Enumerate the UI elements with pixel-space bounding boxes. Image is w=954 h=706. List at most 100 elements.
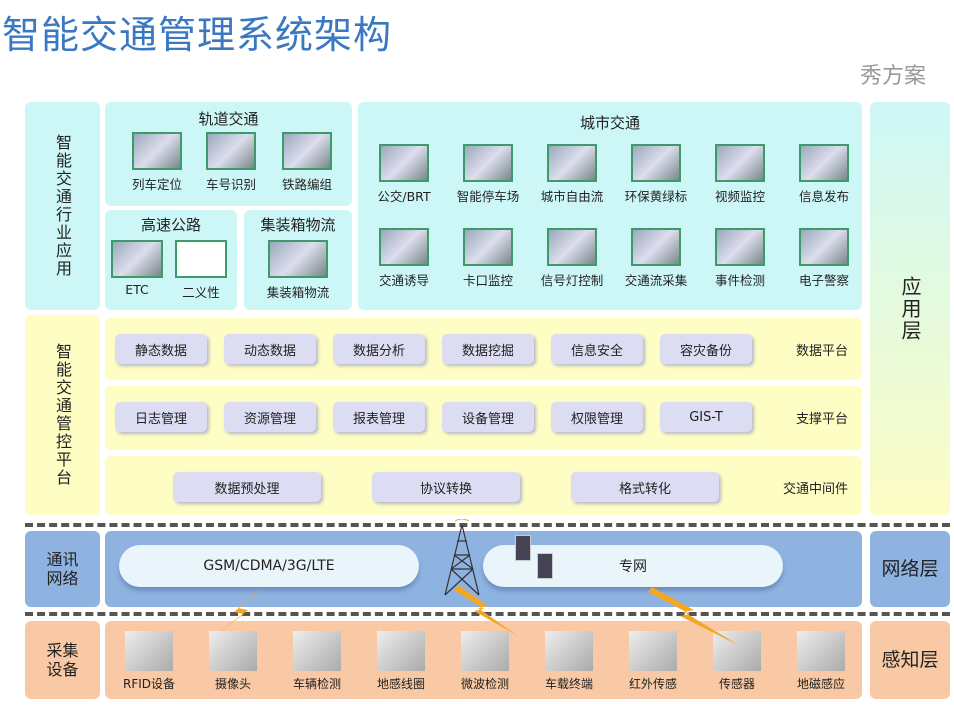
device-item[interactable]: 传感器 (695, 631, 779, 692)
app-item[interactable]: 集装箱物流 (260, 240, 336, 301)
radio-tower-icon (444, 519, 480, 596)
network-section: GSM/CDMA/3G/LTE 专网 (105, 519, 862, 607)
app-item[interactable]: 信息发布 (782, 144, 866, 205)
app-item[interactable]: 视频监控 (698, 144, 782, 205)
label-control-platform: 智能交通管控平台 (25, 315, 100, 515)
app-image (799, 228, 849, 266)
app-item[interactable]: 铁路编组 (269, 132, 345, 193)
app-item[interactable]: 交通流采集 (614, 228, 698, 289)
device-label: RFID设备 (122, 677, 176, 691)
device-label: 红外传感 (628, 677, 677, 691)
device-image (209, 631, 257, 671)
platform-module-button[interactable]: 容灾备份 (660, 334, 752, 364)
device-image (461, 631, 509, 671)
platform-module-button[interactable]: 静态数据 (115, 334, 207, 364)
label-text: 通讯网络 (46, 550, 79, 588)
app-image (547, 228, 597, 266)
item-label: 信号灯控制 (540, 273, 604, 288)
device-image (125, 631, 173, 671)
label-text: 智能交通管控平台 (53, 343, 72, 487)
device-item[interactable]: 微波检测 (443, 631, 527, 692)
item-label: 信息发布 (798, 189, 849, 204)
app-item[interactable]: 智能停车场 (446, 144, 530, 205)
label-text: 采集设备 (46, 641, 79, 679)
device-image (797, 631, 845, 671)
app-item[interactable]: 事件检测 (698, 228, 782, 289)
truck-image (268, 240, 328, 278)
etc-image (111, 240, 163, 278)
app-item[interactable]: 环保黄绿标 (614, 144, 698, 205)
item-label: 公交/BRT (377, 189, 431, 204)
device-label: 传感器 (718, 677, 755, 691)
item-label: 事件检测 (714, 273, 765, 288)
app-item[interactable]: ETC (99, 240, 175, 297)
platform-module-button[interactable]: 格式转化 (571, 472, 719, 502)
label-text: 感知层 (881, 648, 939, 671)
app-item[interactable]: 城市自由流 (530, 144, 614, 205)
device-image (629, 631, 677, 671)
app-image (715, 144, 765, 182)
app-item[interactable]: 二义性 (163, 240, 239, 301)
divider (25, 612, 950, 616)
platform-module-button[interactable]: 数据挖掘 (442, 334, 534, 364)
platform-module-button[interactable]: 信息安全 (551, 334, 643, 364)
item-label: 铁路编组 (281, 177, 332, 192)
device-label: 微波检测 (460, 677, 509, 691)
platform-module-button[interactable]: 报表管理 (333, 402, 425, 432)
city-title: 城市交通 (579, 114, 640, 132)
device-item[interactable]: 摄像头 (191, 631, 275, 692)
item-label: 交通诱导 (378, 273, 429, 288)
device-image (377, 631, 425, 671)
device-image (293, 631, 341, 671)
platform-module-button[interactable]: 协议转换 (372, 472, 520, 502)
label-network-layer: 网络层 (870, 531, 950, 607)
item-label: 视频监控 (714, 189, 765, 204)
device-label: 车辆检测 (292, 677, 341, 691)
app-item[interactable]: 车号识别 (193, 132, 269, 193)
container-logistics-section: 集装箱物流 集装箱物流 (244, 210, 352, 310)
platform-module-button[interactable]: 数据分析 (333, 334, 425, 364)
platform-module-button[interactable]: 数据预处理 (173, 472, 321, 502)
item-label: 列车定位 (131, 177, 182, 192)
cloud-label: 专网 (619, 559, 647, 575)
app-item[interactable]: 信号灯控制 (530, 228, 614, 289)
platform-module-button[interactable]: 资源管理 (224, 402, 316, 432)
device-item[interactable]: RFID设备 (107, 631, 191, 692)
platform-module-button[interactable]: GIS-T (660, 402, 752, 432)
app-image (715, 228, 765, 266)
label-text: 网络层 (881, 557, 939, 580)
app-image (631, 144, 681, 182)
device-item[interactable]: 红外传感 (611, 631, 695, 692)
label-text: 应用层 (898, 275, 922, 342)
platform-module-button[interactable]: 设备管理 (442, 402, 534, 432)
app-item[interactable]: 公交/BRT (362, 144, 446, 205)
app-item[interactable]: 卡口监控 (446, 228, 530, 289)
label-industry-app: 智能交通行业应用 (25, 102, 100, 310)
highway-section: 高速公路 ETC 二义性 (105, 210, 237, 310)
app-item[interactable]: 电子警察 (782, 228, 866, 289)
platform-module-button[interactable]: 动态数据 (224, 334, 316, 364)
highway-title: 高速公路 (140, 216, 201, 234)
device-item[interactable]: 车辆检测 (275, 631, 359, 692)
device-item[interactable]: 地磁感应 (779, 631, 863, 692)
item-label: 集装箱物流 (266, 285, 330, 300)
app-image (631, 228, 681, 266)
watermark-text: 秀方案 (860, 64, 927, 89)
middleware-row: 数据预处理协议转换格式转化交通中间件 (105, 456, 862, 515)
page-title: 智能交通管理系统架构 (2, 13, 393, 57)
app-image (379, 144, 429, 182)
device-item[interactable]: 车载终端 (527, 631, 611, 692)
platform-module-button[interactable]: 权限管理 (551, 402, 643, 432)
cloud-label: GSM/CDMA/3G/LTE (203, 558, 335, 574)
collect-devices-section: RFID设备 摄像头车辆检测 地感线圈微波检测 车载终端红外传感 传感器 地磁感应 (105, 621, 862, 699)
app-item[interactable]: 交通诱导 (362, 228, 446, 289)
label-collect-devices: 采集设备 (25, 621, 100, 699)
item-label: 车号识别 (205, 177, 256, 192)
device-item[interactable]: 地感线圈 (359, 631, 443, 692)
app-item[interactable]: 列车定位 (119, 132, 195, 193)
item-label: 电子警察 (798, 273, 849, 288)
platform-module-button[interactable]: 日志管理 (115, 402, 207, 432)
divider (25, 523, 950, 527)
watermark: 秀方案 (860, 58, 926, 90)
